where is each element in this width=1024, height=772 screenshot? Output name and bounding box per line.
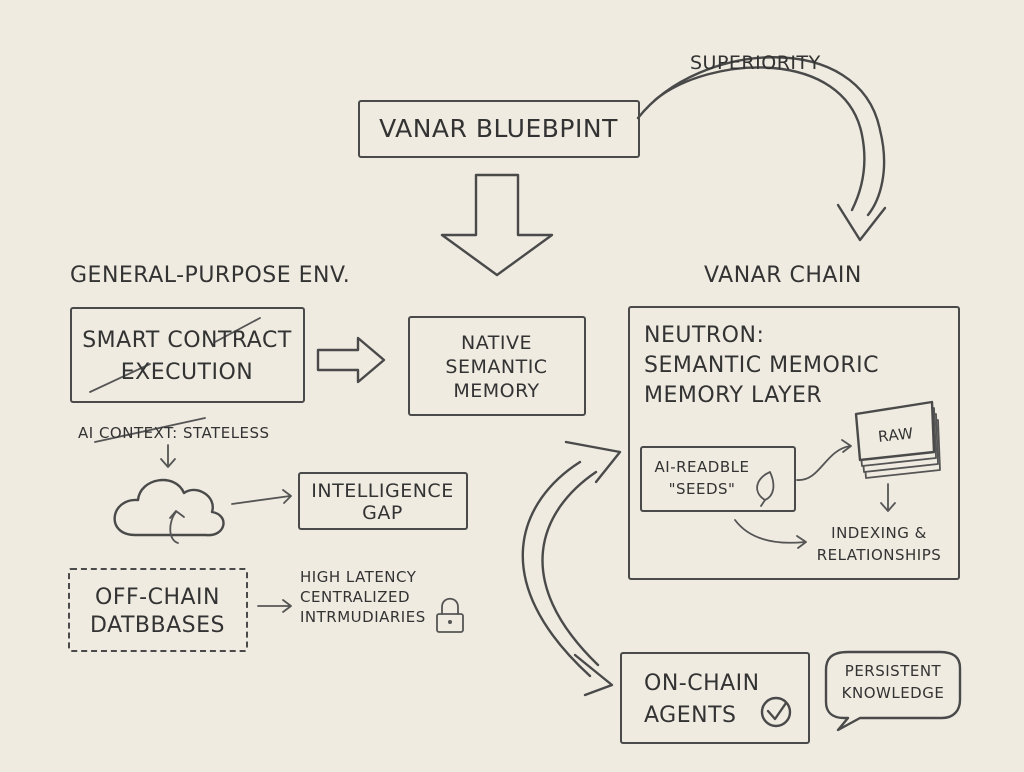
superiority-label: SUPERIORITY <box>690 52 821 74</box>
neutron-box: NEUTRON: SEMANTIC MEMORIC MEMORY LAYER <box>628 306 960 580</box>
native-memory-line3: MEMORY <box>453 380 540 402</box>
general-env-heading: GENERAL-PURPOSE ENV. <box>70 263 351 288</box>
raw-document-stack-icon <box>854 400 941 479</box>
seeds-to-indexing-arrow <box>734 519 807 549</box>
indexing-line2: RELATIONSHIPS <box>816 546 942 564</box>
right-arrow-to-memory <box>316 336 386 384</box>
seeds-to-raw-arrow <box>796 439 852 481</box>
persistent-line1: PERSISTENT <box>844 662 942 680</box>
strike-ai-context <box>94 417 206 443</box>
lock-icon <box>436 597 464 633</box>
raw-down-arrow <box>880 483 896 512</box>
strike-smart-contract <box>214 317 261 343</box>
neutron-line2: SEMANTIC MEMORIC <box>644 353 879 378</box>
intelligence-gap-line1: INTELLIGENCE <box>311 480 454 502</box>
ai-context-label: AI CONTEXT: STATELESS <box>78 424 270 442</box>
off-chain-line2: DATBBASES <box>90 613 225 638</box>
strike-execution <box>89 363 151 393</box>
issue-high-latency: HIGH LATENCY <box>300 568 417 586</box>
superiority-arrow <box>636 56 887 242</box>
seeds-line2: "SEEDS" <box>668 480 736 498</box>
ai-context-down-arrow <box>160 444 176 468</box>
neutron-line1: NEUTRON: <box>644 323 765 348</box>
seeds-box: AI-READBLE "SEEDS" <box>640 446 796 512</box>
issue-intermediaries: INTRMUDIARIES <box>300 608 426 626</box>
agents-line2: AGENTS <box>644 703 737 728</box>
speech-bubble <box>824 650 962 732</box>
cloud-to-gap-arrow <box>231 489 292 505</box>
native-memory-line2: SEMANTIC <box>445 356 548 378</box>
title-box: VANAR BLUEBPINT <box>358 100 640 158</box>
smart-contract-line1: SMART CONTRACT <box>82 328 292 353</box>
off-chain-line1: OFF-CHAIN <box>95 585 220 610</box>
on-chain-agents-box: ON-CHAIN AGENTS <box>620 652 810 744</box>
native-memory-box: NATIVE SEMANTIC MEMORY <box>408 316 586 416</box>
smart-contract-box: SMART CONTRACT EXECUTION <box>70 307 305 403</box>
indexing-line1: INDEXING & <box>831 524 927 542</box>
intelligence-gap-box: INTELLIGENCE GAP <box>298 472 468 530</box>
offchain-to-issues-arrow <box>257 599 292 613</box>
down-arrow <box>440 173 554 277</box>
seed-leaf-icon <box>756 471 775 507</box>
agents-line1: ON-CHAIN <box>644 671 760 696</box>
diagram-title: VANAR BLUEBPINT <box>379 114 618 143</box>
cloud-icon <box>113 478 225 544</box>
double-curved-arrow <box>521 440 622 697</box>
persistent-line2: KNOWLEDGE <box>841 684 945 702</box>
intelligence-gap-line2: GAP <box>362 502 403 524</box>
off-chain-db-box: OFF-CHAIN DATBBASES <box>68 568 248 652</box>
raw-label: RAW <box>877 424 915 446</box>
issue-centralized: CENTRALIZED <box>300 588 410 606</box>
checkmark-icon <box>760 696 792 728</box>
neutron-line3: MEMORY LAYER <box>644 383 823 408</box>
smart-contract-line2: EXECUTION <box>120 360 254 385</box>
native-memory-line1: NATIVE <box>461 332 532 354</box>
seeds-line1: AI-READBLE <box>654 458 750 476</box>
vanar-chain-heading: VANAR CHAIN <box>704 263 862 288</box>
